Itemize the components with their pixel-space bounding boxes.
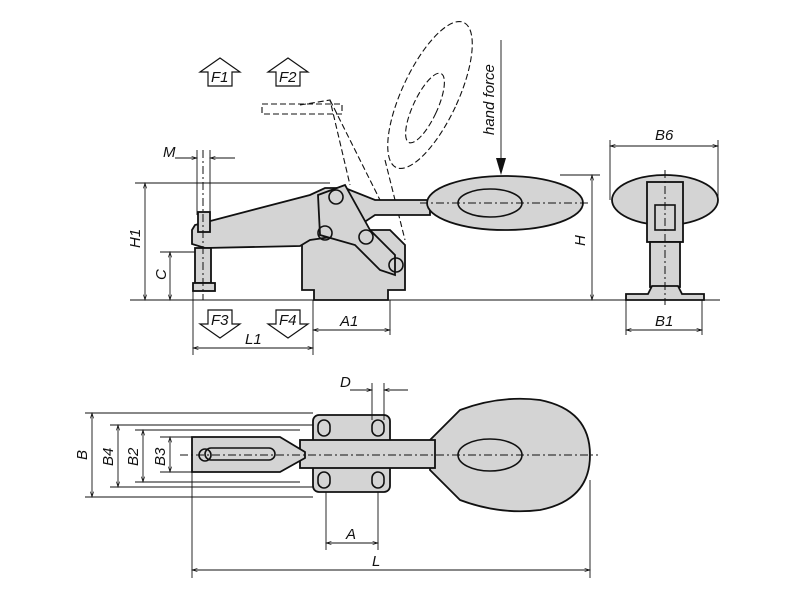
dim-b: B — [74, 450, 91, 460]
dim-c: C — [153, 269, 170, 280]
dim-b1: B1 — [655, 313, 673, 330]
clamp-arm — [191, 187, 431, 249]
force-arrow-up-f2 — [266, 57, 310, 87]
dim-m: M — [163, 144, 176, 161]
top-view: L A D B B4 B2 B3 — [74, 374, 598, 578]
dim-a: A — [345, 526, 356, 543]
side-view: H1 C M H A1 L1 F1 F2 F3 F4 hand force — [127, 20, 720, 355]
end-view: B6 B1 — [610, 127, 718, 335]
dim-b4: B4 — [100, 448, 117, 466]
dim-l: L — [372, 553, 380, 570]
dim-b2: B2 — [125, 447, 142, 466]
dim-b3: B3 — [152, 447, 169, 466]
force-f3-label: F3 — [211, 312, 229, 329]
top-view-handle — [429, 397, 591, 513]
force-arrow-down-f4 — [266, 309, 310, 339]
force-arrow-up-f1 — [198, 57, 242, 87]
dim-h: H — [572, 235, 589, 246]
dim-b6: B6 — [655, 127, 674, 144]
linkage — [317, 183, 396, 277]
spindle — [192, 150, 216, 300]
force-arrow-down-f3 — [198, 309, 242, 339]
force-f1-label: F1 — [211, 69, 229, 86]
dim-h1: H1 — [127, 229, 144, 248]
dim-l1: L1 — [245, 331, 262, 348]
hand-force-label: hand force — [481, 64, 498, 135]
force-f4-label: F4 — [279, 312, 297, 329]
dim-d: D — [340, 374, 351, 391]
dim-a1: A1 — [339, 313, 358, 330]
force-f2-label: F2 — [279, 69, 297, 86]
